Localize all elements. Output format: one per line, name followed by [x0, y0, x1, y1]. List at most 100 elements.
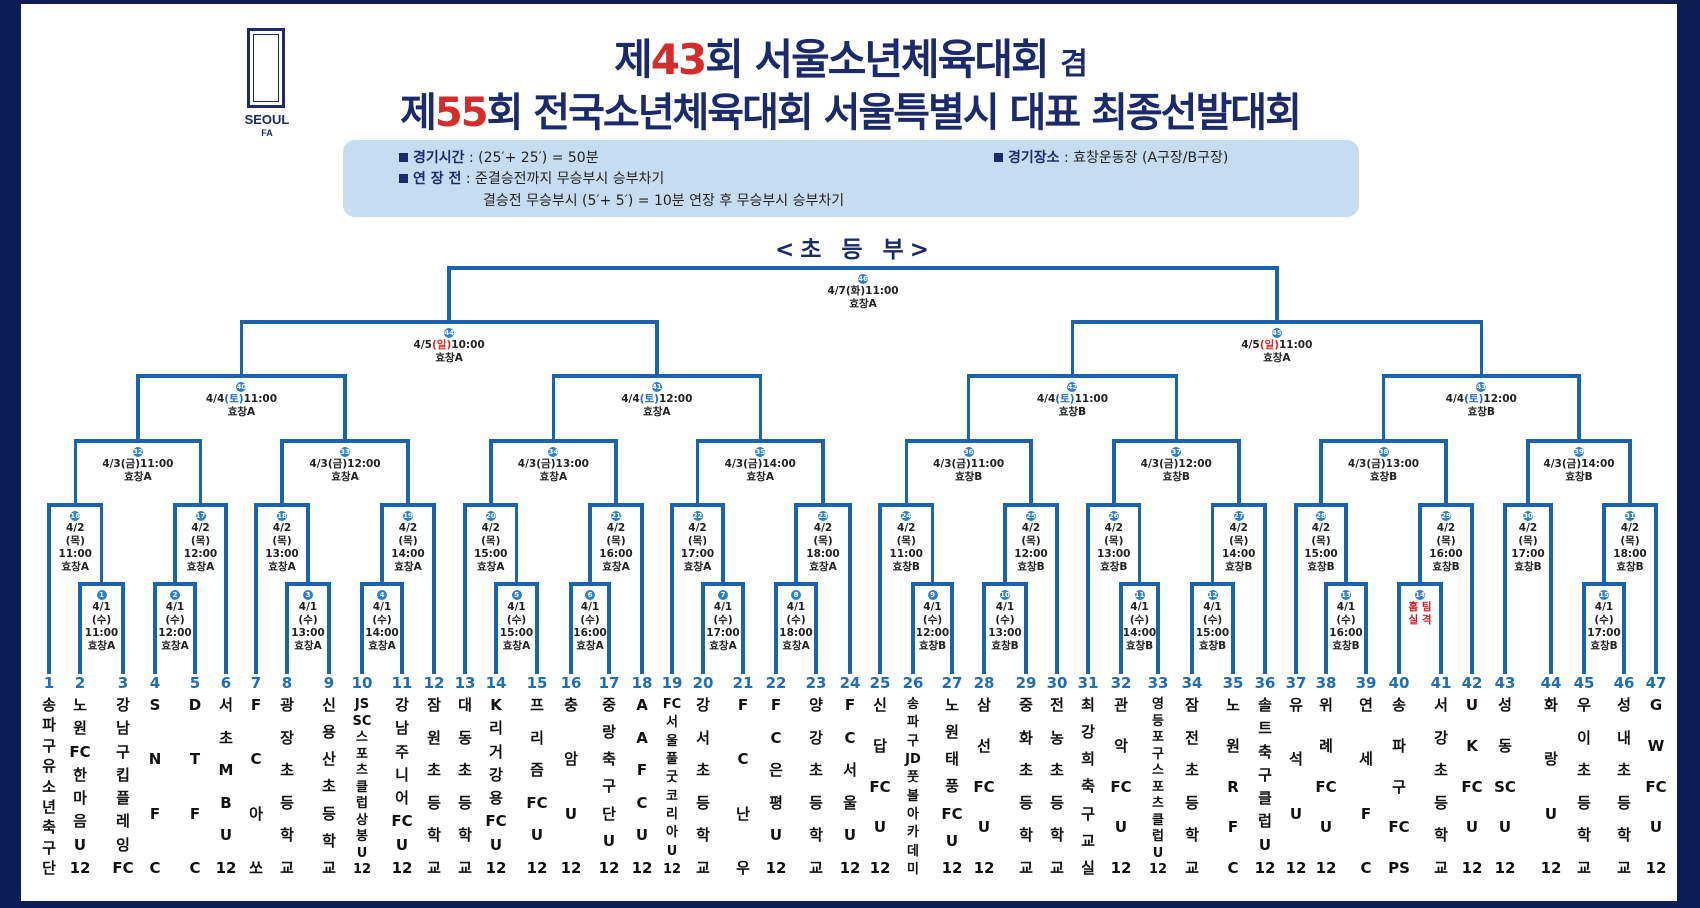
match-day: 목: [897, 535, 916, 547]
team-name-segment: 클: [1258, 789, 1272, 808]
match-day: 수: [786, 614, 805, 626]
team-name-segment: 서: [1434, 696, 1448, 714]
team-number: 16: [560, 674, 582, 692]
square-bullet-icon: [994, 153, 1003, 162]
venue-label: 경기장소: [1008, 150, 1060, 166]
bracket-line-vertical: [343, 374, 347, 441]
match-date: 4/7: [827, 285, 846, 297]
team-name-segment: C: [250, 750, 262, 769]
match-time: 11:00: [889, 548, 923, 560]
match-date: 4/4: [1445, 393, 1465, 405]
team-name-segment: 초: [1185, 761, 1199, 780]
team-name-segment: 초: [696, 761, 710, 780]
bracket-line-horizontal: [136, 374, 347, 378]
match-day: 토: [640, 393, 659, 405]
team-name-segment: U: [489, 835, 503, 854]
bracket-line-vertical: [1319, 439, 1323, 505]
team-number: 39: [1355, 674, 1377, 692]
team-name-segment: 솔: [1258, 696, 1272, 714]
bracket-line-horizontal: [1418, 503, 1474, 507]
team-name-segment: 12: [941, 858, 963, 877]
team-name-segment: 최: [1081, 696, 1095, 714]
team-name-segment: 학: [696, 826, 710, 845]
team-name-segment: A: [636, 696, 648, 714]
team-name-segment: U: [602, 831, 616, 850]
team-name-segment: 등: [696, 793, 710, 812]
team-name-segment: 어: [395, 789, 409, 808]
bracket-line-vertical: [239, 320, 244, 376]
team-name-segment: 프: [530, 696, 544, 714]
bracket-line-horizontal: [1190, 582, 1235, 586]
bracket-line-horizontal: [1397, 582, 1443, 586]
match-date: 4/2: [1311, 522, 1331, 534]
team-name-segment: 축: [1258, 742, 1272, 761]
match-date: 4/1: [995, 601, 1015, 613]
team-number: 40: [1388, 674, 1410, 692]
team-number: 15: [526, 674, 548, 692]
team-name-segment: 성: [1498, 696, 1512, 714]
bracket-line-horizontal: [489, 439, 618, 443]
team-name-segment: U: [219, 826, 233, 845]
bracket-line-vertical: [911, 582, 915, 674]
team-name-segment: C: [149, 858, 161, 877]
team-number: 13: [454, 674, 476, 692]
bracket-line-horizontal: [569, 582, 611, 586]
team-name-segment: 포: [1152, 730, 1164, 745]
team-name-segment: 클: [1152, 812, 1164, 828]
team-name-segment: 용: [322, 723, 336, 742]
bracket-line-horizontal: [285, 582, 331, 586]
team-name-segment: 카: [907, 825, 919, 841]
match-day: 수: [372, 614, 391, 626]
match-venue: 효창A: [368, 640, 396, 652]
team-name-segment: JD: [905, 751, 921, 767]
match-number-badge: 12: [1207, 590, 1218, 600]
team-number: 36: [1254, 674, 1276, 692]
bracket-line-vertical: [198, 439, 203, 505]
team-name-segment: 원: [945, 723, 959, 742]
bracket-line-vertical: [432, 503, 436, 674]
bracket-line-vertical: [1237, 439, 1241, 505]
logo-subtext: FA: [261, 128, 273, 138]
bracket-line-vertical: [1112, 439, 1116, 505]
bracket-line-vertical: [73, 439, 77, 505]
match-time: 12:00: [915, 627, 950, 639]
team-name-segment: U: [1465, 818, 1479, 837]
team-name-segment: S: [149, 696, 161, 714]
team-name-segment: 미: [907, 861, 919, 877]
team-name-segment: U: [1289, 804, 1303, 823]
match-time: 14:00: [1122, 627, 1157, 639]
match-time: 16:00: [1329, 627, 1363, 639]
team-name-segment: 마: [73, 789, 87, 808]
match-number-badge: 42: [1067, 382, 1078, 392]
team-name-segment: 리: [666, 806, 678, 822]
team-name-segment: 아: [249, 804, 263, 823]
team-name-segment: U: [356, 845, 368, 861]
bracket-line-vertical: [1654, 503, 1658, 674]
bracket-line-vertical: [280, 439, 284, 505]
match-number-badge: 4: [377, 590, 387, 600]
bracket-line-horizontal: [280, 439, 410, 443]
bracket-line-vertical: [153, 582, 157, 674]
logo-text: SEOUL: [244, 112, 290, 127]
bracket-line-horizontal: [254, 503, 310, 507]
team-number: 10: [351, 674, 373, 692]
match-day: 목: [813, 535, 832, 547]
team-name-segment: 12: [1315, 859, 1337, 877]
team-name-segment: 장: [280, 728, 294, 747]
bracket-line-vertical: [1263, 503, 1267, 674]
team-number: 19: [661, 674, 683, 692]
team-name-segment: 교: [1050, 858, 1064, 877]
